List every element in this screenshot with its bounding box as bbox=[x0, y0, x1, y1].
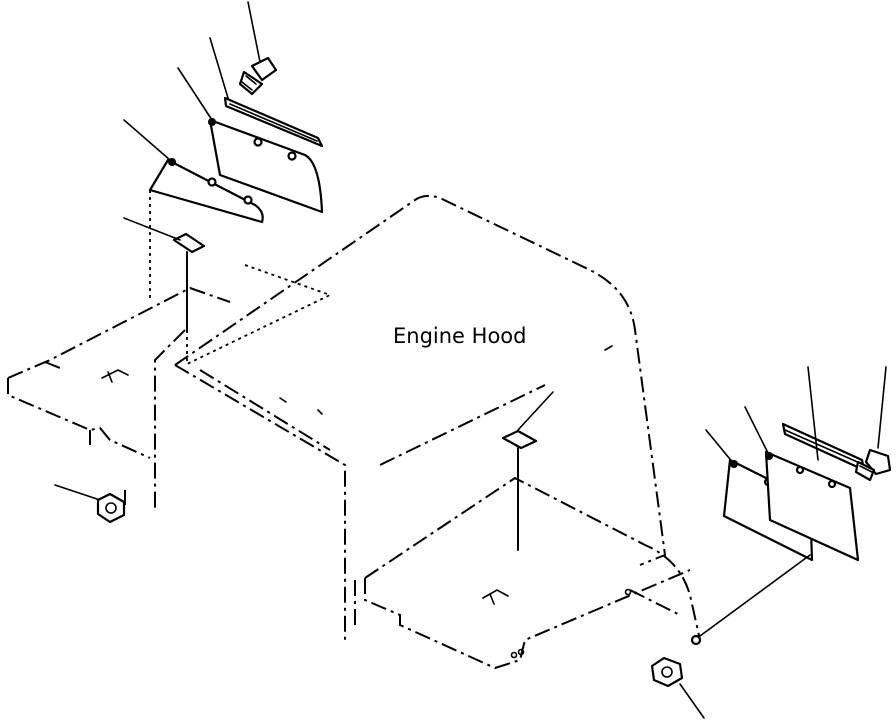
left-upper-plate-assembly bbox=[123, 1, 333, 366]
right-floor-plate bbox=[354, 476, 701, 670]
hood-mark bbox=[604, 345, 613, 351]
engine-hood-label: Engine Hood bbox=[393, 324, 526, 348]
nut-lower-right bbox=[650, 634, 705, 719]
right-plate-assembly bbox=[699, 366, 887, 637]
nut-lower-left bbox=[54, 484, 126, 524]
engine-hood-outline bbox=[154, 194, 667, 640]
bolt-upper-left bbox=[238, 56, 278, 96]
bolt-right bbox=[854, 448, 892, 482]
left-floor-plate bbox=[7, 286, 323, 459]
tag-left bbox=[123, 217, 206, 362]
hood-tag-right bbox=[501, 391, 554, 551]
